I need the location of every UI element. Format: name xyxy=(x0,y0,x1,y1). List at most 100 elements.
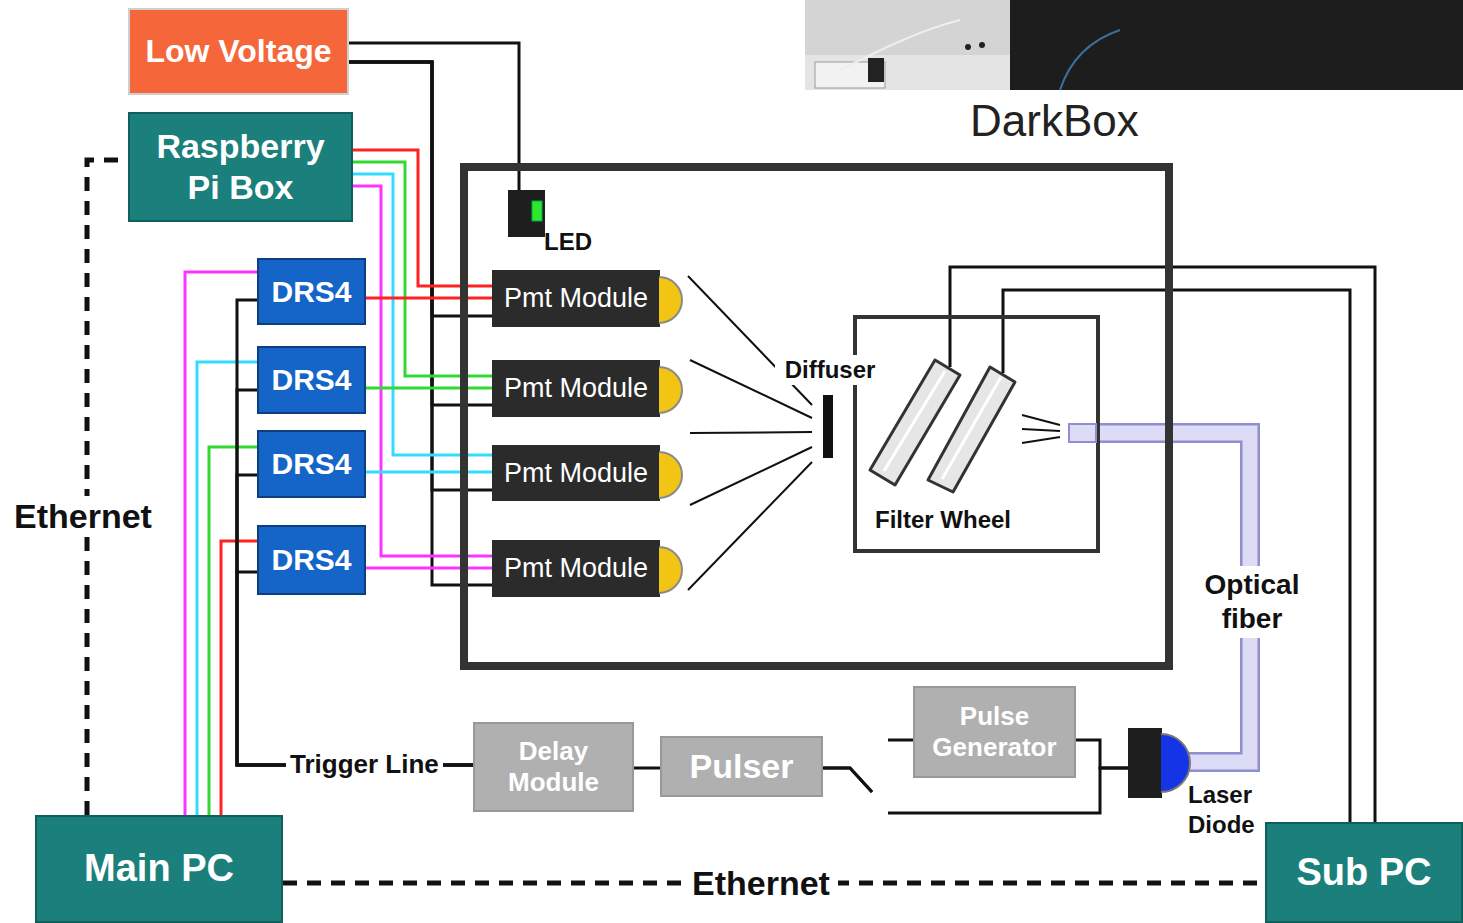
node-text: Delay Module xyxy=(496,736,611,798)
photocathode xyxy=(658,276,682,324)
wire xyxy=(349,62,492,316)
node-text: DarkBox xyxy=(970,95,1139,147)
photocathode-shape xyxy=(659,277,682,323)
wire-line xyxy=(349,62,492,490)
wire xyxy=(634,768,660,769)
pmt-module: Pmt Module xyxy=(492,445,660,501)
wire-line xyxy=(237,390,473,765)
wire-line xyxy=(366,297,492,300)
wire xyxy=(349,62,492,585)
photocathode xyxy=(658,451,682,499)
node-text: Pmt Module xyxy=(504,457,648,489)
photo-cable xyxy=(840,20,960,70)
wire-line xyxy=(237,475,473,765)
wire xyxy=(237,300,473,765)
wire xyxy=(366,388,492,389)
wire xyxy=(237,572,473,765)
wire xyxy=(366,568,492,569)
wire-line xyxy=(349,62,492,316)
wire xyxy=(349,62,492,490)
filter-glint xyxy=(942,377,1001,479)
wire xyxy=(87,160,128,815)
digitizer-box: DRS4 xyxy=(257,258,366,325)
node-text: DRS4 xyxy=(271,446,351,482)
photo-darkbox xyxy=(1010,0,1463,90)
light-ray xyxy=(688,276,812,405)
node-text: DRS4 xyxy=(271,274,351,310)
wire xyxy=(353,174,492,455)
pulser: Pulser xyxy=(660,736,823,797)
laser-lens xyxy=(1160,733,1190,793)
fiber-end xyxy=(1069,424,1096,442)
digitizer-box: DRS4 xyxy=(257,346,366,414)
node-text: Pulse Generator xyxy=(925,701,1065,763)
wire xyxy=(209,447,257,815)
photo-cable xyxy=(1060,30,1120,90)
wire xyxy=(353,162,492,376)
wire-line xyxy=(634,767,660,770)
wire xyxy=(221,541,257,815)
wire xyxy=(823,740,913,792)
node-text: Diffuser xyxy=(775,355,885,385)
edge-label: Optical fiber xyxy=(1192,566,1312,638)
wire-line xyxy=(353,174,492,455)
light-rays xyxy=(688,276,812,590)
filter-wheel-box: Filter Wheel xyxy=(853,315,1100,553)
wire-line xyxy=(366,387,492,390)
pmt-module: Pmt Module xyxy=(492,270,660,327)
node-text: Main PC xyxy=(84,846,234,892)
wire-line xyxy=(349,62,492,585)
controller-box: Raspberry Pi Box xyxy=(128,112,353,222)
wire xyxy=(1076,740,1128,768)
node-text: Pmt Module xyxy=(504,282,648,314)
laser-diode: Laser Diode xyxy=(1128,728,1162,798)
node-text: Pmt Module xyxy=(504,552,648,584)
dark-box: DarkBoxLEDPmt ModulePmt ModulePmt Module… xyxy=(460,163,1173,670)
wire-line xyxy=(221,541,257,815)
node-text: LED xyxy=(544,228,592,256)
node-text: Raspberry Pi Box xyxy=(143,126,338,208)
led-lamp xyxy=(531,200,543,222)
delay-module: Delay Module xyxy=(473,722,634,812)
led: LED xyxy=(508,190,545,237)
diffuser-plate xyxy=(823,395,833,458)
photocathode-shape xyxy=(659,452,682,498)
wire-line xyxy=(87,160,128,815)
wire xyxy=(237,390,473,765)
pmt-module: Pmt Module xyxy=(492,540,660,597)
motor-wire xyxy=(949,319,952,367)
wire-line xyxy=(366,471,492,474)
digitizer-box: DRS4 xyxy=(257,525,366,595)
wire-line xyxy=(1076,740,1128,768)
laser-lens-shape xyxy=(1161,734,1190,792)
pmt-module: Pmt Module xyxy=(492,360,660,417)
wire-line xyxy=(366,567,492,570)
wire-line xyxy=(349,62,492,405)
photo-dot xyxy=(979,42,985,48)
wire-line xyxy=(237,572,473,765)
node-text: Sub PC xyxy=(1296,850,1431,896)
wire xyxy=(366,298,492,299)
node-text: DRS4 xyxy=(271,362,351,398)
photocathode xyxy=(658,366,682,414)
wire-line xyxy=(209,447,257,815)
light-ray xyxy=(688,462,812,590)
photo-dot xyxy=(965,44,971,50)
wire xyxy=(366,472,492,473)
wire-line xyxy=(237,300,473,765)
filter-glint xyxy=(884,371,945,471)
wire xyxy=(237,475,473,765)
wire-line xyxy=(353,162,492,376)
light-ray xyxy=(1022,415,1060,425)
photocathode xyxy=(658,546,682,594)
wire xyxy=(185,272,257,815)
photocathode-shape xyxy=(659,367,682,413)
light-ray xyxy=(690,432,812,433)
computer-box: Sub PC xyxy=(1265,822,1463,923)
photocathode-shape xyxy=(659,547,682,593)
photo-background xyxy=(805,0,1463,90)
wire-line xyxy=(823,740,913,792)
diffuser: Diffuser xyxy=(775,355,885,465)
